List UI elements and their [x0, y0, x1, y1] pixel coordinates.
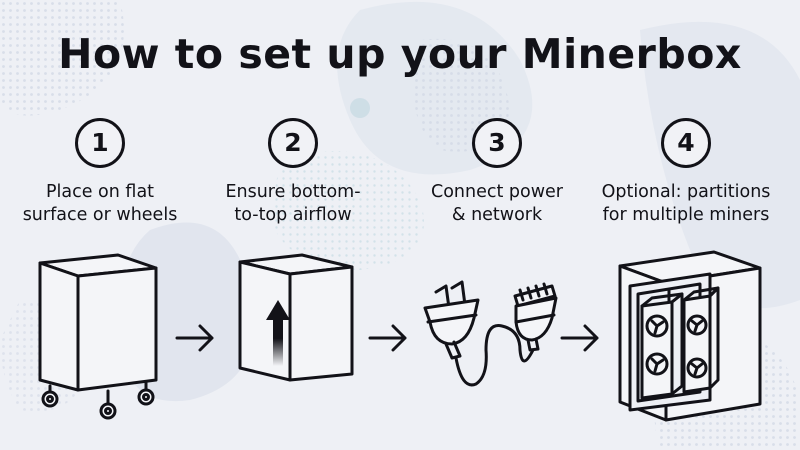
arrow-right-icon — [175, 324, 214, 352]
step-caption: Connect power & network — [397, 181, 597, 227]
airflow-up-arrow-icon — [266, 300, 290, 366]
arrow-right-icon — [560, 324, 599, 352]
step-caption: Optional: partitions for multiple miners — [586, 181, 786, 227]
arrow-right-icon — [368, 324, 407, 352]
step-caption-line: Ensure bottom- — [225, 182, 361, 202]
page-title: How to set up your Minerbox — [58, 30, 742, 78]
step-caption-line: Place on flat — [45, 182, 155, 202]
step-number-badge: 3 — [472, 118, 522, 168]
box-on-wheels-icon — [38, 253, 158, 420]
step-caption-line: to-top airflow — [234, 205, 352, 225]
step-number-badge: 4 — [661, 118, 711, 168]
miner-unit-icon — [682, 286, 720, 394]
step-caption: Ensure bottom- to-top airflow — [193, 181, 393, 227]
step-caption: Place on flat surface or wheels — [0, 181, 200, 227]
step-caption-line: Connect power — [430, 182, 563, 202]
step-caption-line: & network — [451, 205, 543, 225]
step-caption-line: for multiple miners — [602, 205, 770, 225]
step-caption-line: Optional: partitions — [601, 182, 771, 202]
cable-icon — [454, 324, 535, 387]
step-2: 2 Ensure bottom- to-top airflow — [193, 118, 393, 227]
step-1: 1 Place on flat surface or wheels — [0, 118, 200, 227]
step-3: 3 Connect power & network — [397, 118, 597, 227]
step-number-badge: 2 — [268, 118, 318, 168]
step-number-badge: 1 — [75, 118, 125, 168]
miner-unit-icon — [640, 292, 684, 400]
airflow-box-icon — [238, 253, 354, 382]
step-caption-line: surface or wheels — [22, 205, 178, 225]
step-4: 4 Optional: partitions for multiple mine… — [586, 118, 786, 227]
network-plug-icon — [513, 282, 558, 352]
power-plug-icon — [423, 280, 480, 360]
